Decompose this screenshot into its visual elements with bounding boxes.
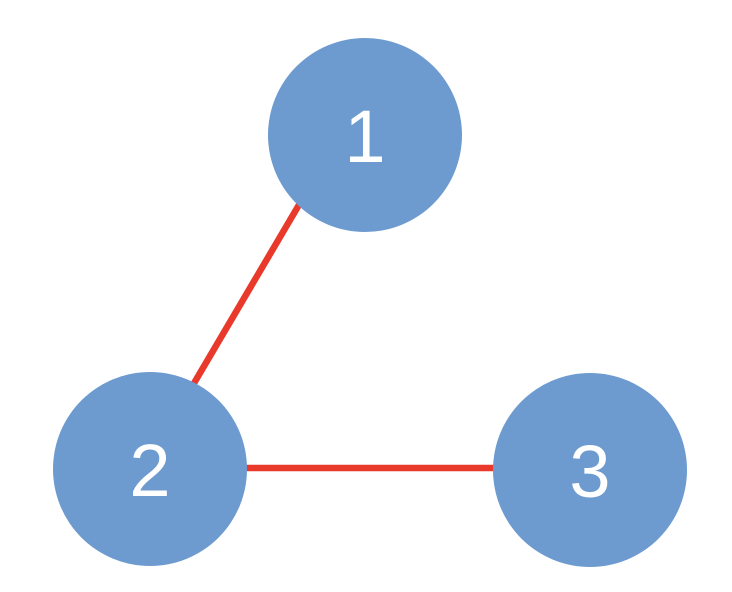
node-circle-2[interactable] bbox=[53, 372, 247, 566]
edge-1-2[interactable] bbox=[187, 196, 306, 392]
node-circle-3[interactable] bbox=[493, 373, 687, 567]
node-circle-1[interactable] bbox=[268, 38, 462, 232]
